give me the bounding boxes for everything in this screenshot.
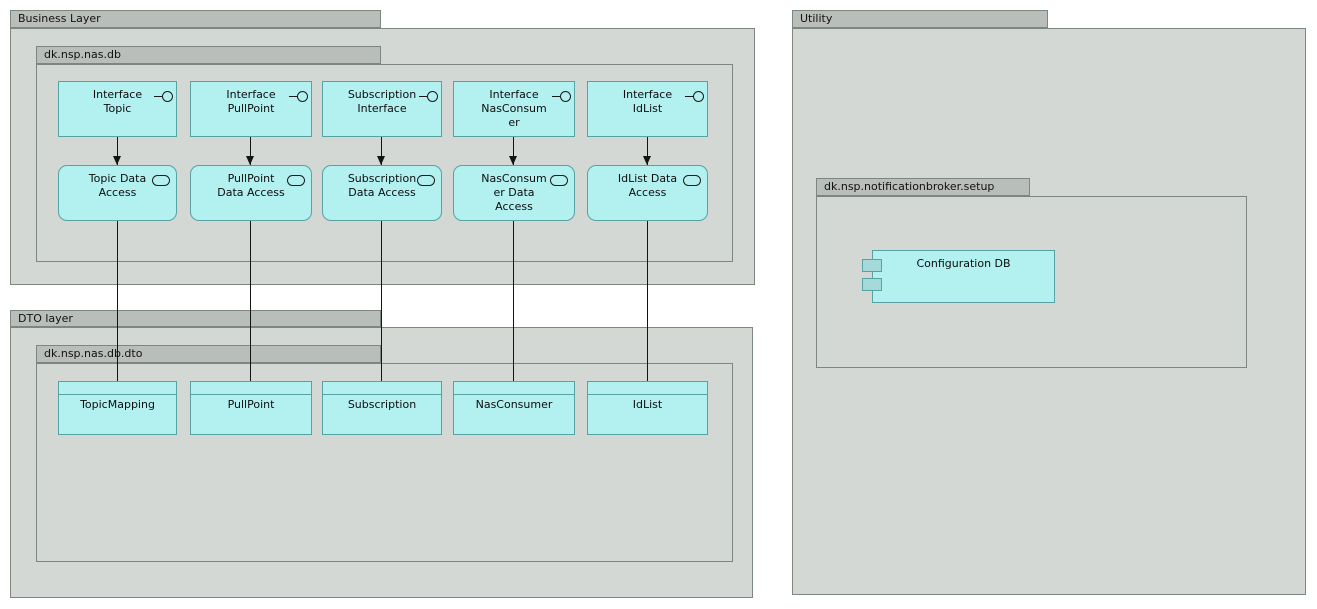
node-interface-topic[interactable]: Interface Topic bbox=[58, 81, 177, 137]
connector-line-idlist bbox=[647, 221, 648, 381]
node-pullpoint-dto[interactable]: PullPoint bbox=[190, 381, 312, 435]
arrowhead-icon bbox=[643, 156, 651, 165]
package-label-dk-nsp-nas-db: dk.nsp.nas.db bbox=[44, 48, 121, 61]
component-icon bbox=[862, 259, 882, 272]
interface-lollipop-icon bbox=[154, 91, 173, 102]
package-tab-utility[interactable]: Utility bbox=[792, 10, 1048, 28]
connector-arrow-subscription bbox=[377, 137, 385, 165]
connector-arrow-nasconsumer bbox=[509, 137, 517, 165]
node-configuration-db[interactable]: Configuration DB bbox=[862, 250, 1055, 303]
arrowhead-icon bbox=[113, 156, 121, 165]
package-label-dto-layer: DTO layer bbox=[18, 312, 73, 325]
node-topicmapping[interactable]: TopicMapping bbox=[58, 381, 177, 435]
package-label-dk-nsp-notificationbroker-setup: dk.nsp.notificationbroker.setup bbox=[824, 180, 995, 193]
rounded-rect-icon bbox=[287, 175, 305, 186]
node-label: NasConsumer bbox=[475, 398, 553, 411]
node-label: IdList Data Access bbox=[617, 172, 678, 199]
connector-arrow-idlist bbox=[643, 137, 651, 165]
interface-lollipop-icon bbox=[289, 91, 308, 102]
node-interface-idlist[interactable]: Interface IdList bbox=[587, 81, 708, 137]
node-interface-pullpoint[interactable]: Interface PullPoint bbox=[190, 81, 312, 137]
node-subscription-dto[interactable]: Subscription bbox=[322, 381, 442, 435]
package-tab-business-layer[interactable]: Business Layer bbox=[10, 10, 381, 28]
rounded-rect-icon bbox=[417, 175, 435, 186]
class-compartment-divider bbox=[588, 394, 707, 395]
node-label: Interface IdList bbox=[622, 88, 673, 115]
node-subscription-interface[interactable]: Subscription Interface bbox=[322, 81, 442, 137]
node-label: Subscription Interface bbox=[347, 88, 417, 115]
connector-line-subscription bbox=[381, 221, 382, 381]
interface-lollipop-icon bbox=[419, 91, 438, 102]
node-label: Configuration DB bbox=[916, 257, 1011, 270]
arrowhead-icon bbox=[377, 156, 385, 165]
node-label: Interface PullPoint bbox=[226, 88, 276, 115]
node-nasconsumer-data-access[interactable]: NasConsum er Data Access bbox=[453, 165, 575, 221]
connector-arrow-topic bbox=[113, 137, 121, 165]
arrowhead-icon bbox=[246, 156, 254, 165]
interface-lollipop-icon bbox=[685, 91, 704, 102]
connector-line-topic bbox=[117, 221, 118, 381]
node-label: TopicMapping bbox=[80, 398, 155, 411]
interface-lollipop-icon bbox=[552, 91, 571, 102]
node-label: PullPoint Data Access bbox=[217, 172, 285, 199]
node-label: Interface NasConsum er bbox=[481, 88, 547, 129]
package-tab-dto-layer[interactable]: DTO layer bbox=[10, 310, 381, 327]
node-label: Subscription bbox=[347, 398, 417, 411]
connector-line-pullpoint bbox=[250, 221, 251, 381]
package-tab-dk-nsp-nas-db-dto[interactable]: dk.nsp.nas.db.dto bbox=[36, 345, 381, 363]
rounded-rect-icon bbox=[683, 175, 701, 186]
node-pullpoint-data-access[interactable]: PullPoint Data Access bbox=[190, 165, 312, 221]
connector-line-nasconsumer bbox=[513, 221, 514, 381]
arrowhead-icon bbox=[509, 156, 517, 165]
class-compartment-divider bbox=[191, 394, 311, 395]
package-label-dk-nsp-nas-db-dto: dk.nsp.nas.db.dto bbox=[44, 347, 143, 360]
class-compartment-divider bbox=[454, 394, 574, 395]
node-label: Subscription Data Access bbox=[347, 172, 417, 199]
package-label-business-layer: Business Layer bbox=[18, 12, 101, 25]
node-nasconsumer-dto[interactable]: NasConsumer bbox=[453, 381, 575, 435]
package-label-utility: Utility bbox=[800, 12, 833, 25]
node-topic-data-access[interactable]: Topic Data Access bbox=[58, 165, 177, 221]
connector-arrow-pullpoint bbox=[246, 137, 254, 165]
class-compartment-divider bbox=[323, 394, 441, 395]
component-icon bbox=[862, 278, 882, 291]
node-idlist-dto[interactable]: IdList bbox=[587, 381, 708, 435]
node-interface-nasconsumer[interactable]: Interface NasConsum er bbox=[453, 81, 575, 137]
class-compartment-divider bbox=[59, 394, 176, 395]
node-label: NasConsum er Data Access bbox=[481, 172, 547, 213]
rounded-rect-icon bbox=[550, 175, 568, 186]
node-label: Interface Topic bbox=[92, 88, 143, 115]
node-subscription-data-access[interactable]: Subscription Data Access bbox=[322, 165, 442, 221]
node-label: Topic Data Access bbox=[88, 172, 147, 199]
node-label: IdList bbox=[632, 398, 663, 411]
package-tab-dk-nsp-notificationbroker-setup[interactable]: dk.nsp.notificationbroker.setup bbox=[816, 178, 1030, 196]
node-idlist-data-access[interactable]: IdList Data Access bbox=[587, 165, 708, 221]
package-tab-dk-nsp-nas-db[interactable]: dk.nsp.nas.db bbox=[36, 46, 381, 64]
node-label: PullPoint bbox=[227, 398, 275, 411]
rounded-rect-icon bbox=[152, 175, 170, 186]
